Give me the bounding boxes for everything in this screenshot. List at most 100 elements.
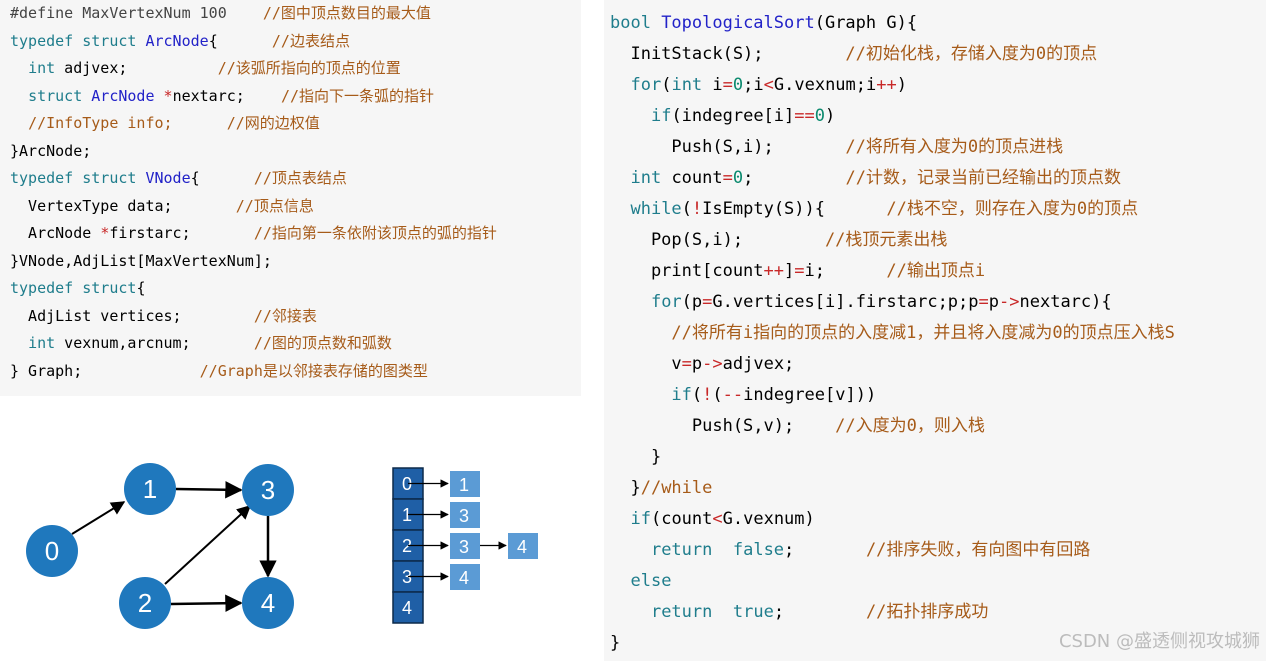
code-line: return false; //排序失败，有向图中有回路 xyxy=(610,539,1090,561)
code-line: #define MaxVertexNum 100 //图中顶点数目的最大值 xyxy=(10,4,431,22)
code-token: = xyxy=(681,354,692,374)
code-line: Push(S,v); //入度为0，则入栈 xyxy=(610,415,985,437)
code-token: return xyxy=(650,540,713,560)
node-label: 3 xyxy=(261,475,275,505)
code-line: else xyxy=(610,570,671,592)
code-token xyxy=(610,168,630,188)
code-token: //输出顶点i xyxy=(886,261,986,281)
code-token: //邻接表 xyxy=(253,306,317,325)
code-token xyxy=(610,385,671,405)
vertex-index-label: 0 xyxy=(402,474,412,494)
code-line: v=p->adjvex; xyxy=(610,353,794,375)
code-token: if xyxy=(671,385,692,405)
adjlist-struct-code: #define MaxVertexNum 100 //图中顶点数目的最大值 typ… xyxy=(0,0,581,396)
code-line: } xyxy=(610,446,661,468)
code-token: typedef struct xyxy=(10,31,146,50)
code-token: //顶点表结点 xyxy=(253,169,347,187)
code-line: return true; //拓扑排序成功 xyxy=(610,601,988,623)
code-token xyxy=(712,540,732,560)
code-token: int xyxy=(28,59,56,77)
code-token: ArcNode xyxy=(10,224,101,242)
code-line: typedef struct VNode{ //顶点表结点 xyxy=(10,169,347,187)
vertex-node-0: 0 xyxy=(26,525,78,577)
edge-0-1 xyxy=(71,501,126,535)
code-token: //拓扑排序成功 xyxy=(865,602,989,622)
code-token: indegree[v])) xyxy=(743,385,877,405)
code-token: ( xyxy=(691,385,703,405)
code-line: if(indegree[i]==0) xyxy=(610,105,835,127)
code-token: else xyxy=(630,571,672,591)
code-token xyxy=(610,292,651,312)
code-token: VNode xyxy=(145,169,191,187)
code-token: ) xyxy=(896,75,907,95)
code-token xyxy=(610,509,630,529)
code-token: print[count xyxy=(610,261,764,281)
code-token: //顶点信息 xyxy=(235,196,314,215)
code-token: true xyxy=(732,602,774,622)
arc-node-label: 3 xyxy=(459,537,469,557)
code-token: //Graph是以邻接表存储的图类型 xyxy=(199,361,428,380)
code-token: { xyxy=(136,279,146,297)
code-token: Pop(S,i); xyxy=(610,230,825,250)
edge-1-3 xyxy=(175,481,243,499)
code-token: ] xyxy=(784,261,795,281)
code-token: (p xyxy=(681,292,703,312)
code-token: count xyxy=(661,168,723,188)
code-line: struct ArcNode *nextarc; //指向下一条弧的指针 xyxy=(10,87,434,105)
code-line: bool TopologicalSort(Graph G){ xyxy=(610,12,917,34)
code-token: ( xyxy=(681,199,692,219)
code-line: //将所有i指向的顶点的入度减1，并且将入度减为0的顶点压入栈S xyxy=(610,322,1174,344)
code-token: ( xyxy=(712,385,723,405)
code-token: //排序失败，有向图中有回路 xyxy=(865,540,1091,560)
arc-node-box xyxy=(450,471,480,497)
code-line: } Graph; //Graph是以邻接表存储的图类型 xyxy=(10,362,428,380)
code-token: int xyxy=(28,334,56,352)
code-token xyxy=(10,114,28,132)
arc-node-label: 4 xyxy=(459,568,469,588)
code-token: if xyxy=(650,106,672,126)
code-line: InitStack(S); //初始化栈，存储入度为0的顶点 xyxy=(610,43,1097,65)
code-line: int adjvex; //该弧所指向的顶点的位置 xyxy=(10,59,401,77)
code-token: false xyxy=(732,540,785,560)
code-token: if xyxy=(630,509,651,529)
code-token: //初始化栈，存储入度为0的顶点 xyxy=(845,44,1098,64)
code-token: //入度为0，则入栈 xyxy=(835,416,985,436)
code-token: ;i xyxy=(743,75,764,95)
code-token xyxy=(155,87,164,105)
code-token: Push(S,i); xyxy=(610,137,846,157)
arc-node-box xyxy=(508,533,538,559)
code-token xyxy=(610,106,651,126)
arc-node-label: 4 xyxy=(517,537,527,557)
code-token xyxy=(610,323,671,343)
code-token: ! xyxy=(702,385,713,405)
code-token: = xyxy=(722,75,733,95)
vertex-node-2: 2 xyxy=(119,577,171,629)
code-line: typedef struct{ xyxy=(10,279,145,297)
code-line: if(!(--indegree[v])) xyxy=(610,384,876,406)
code-line: Pop(S,i); //栈顶元素出栈 xyxy=(610,229,947,251)
code-token xyxy=(610,75,630,95)
vertex-index-label: 3 xyxy=(402,567,412,587)
code-token: G.vexnum) xyxy=(722,509,815,529)
code-token: //将所有入度为0的顶点进栈 xyxy=(845,137,1064,157)
code-token: #define MaxVertexNum 100 xyxy=(10,4,227,22)
code-token xyxy=(610,199,630,219)
code-line: typedef struct ArcNode{ //边表结点 xyxy=(10,32,350,50)
code-line: if(count<G.vexnum) xyxy=(610,508,815,530)
node-label: 2 xyxy=(138,588,152,618)
code-token: -- xyxy=(722,385,744,405)
code-token xyxy=(610,602,651,622)
vertex-table-cell xyxy=(392,591,424,624)
code-token xyxy=(610,540,651,560)
node-label: 4 xyxy=(261,588,275,618)
code-token xyxy=(227,4,263,22)
code-token: < xyxy=(712,509,723,529)
code-token: }VNode,AdjList[MaxVertexNum]; xyxy=(10,251,272,270)
code-token: //指向下一条弧的指针 xyxy=(280,86,434,105)
code-token: G.vertices[i].firstarc;p;p xyxy=(712,292,979,312)
code-token: p xyxy=(988,292,1000,312)
code-token: 0 xyxy=(732,168,744,188)
code-line: AdjList vertices; //邻接表 xyxy=(10,307,317,325)
code-token: int xyxy=(671,75,703,95)
